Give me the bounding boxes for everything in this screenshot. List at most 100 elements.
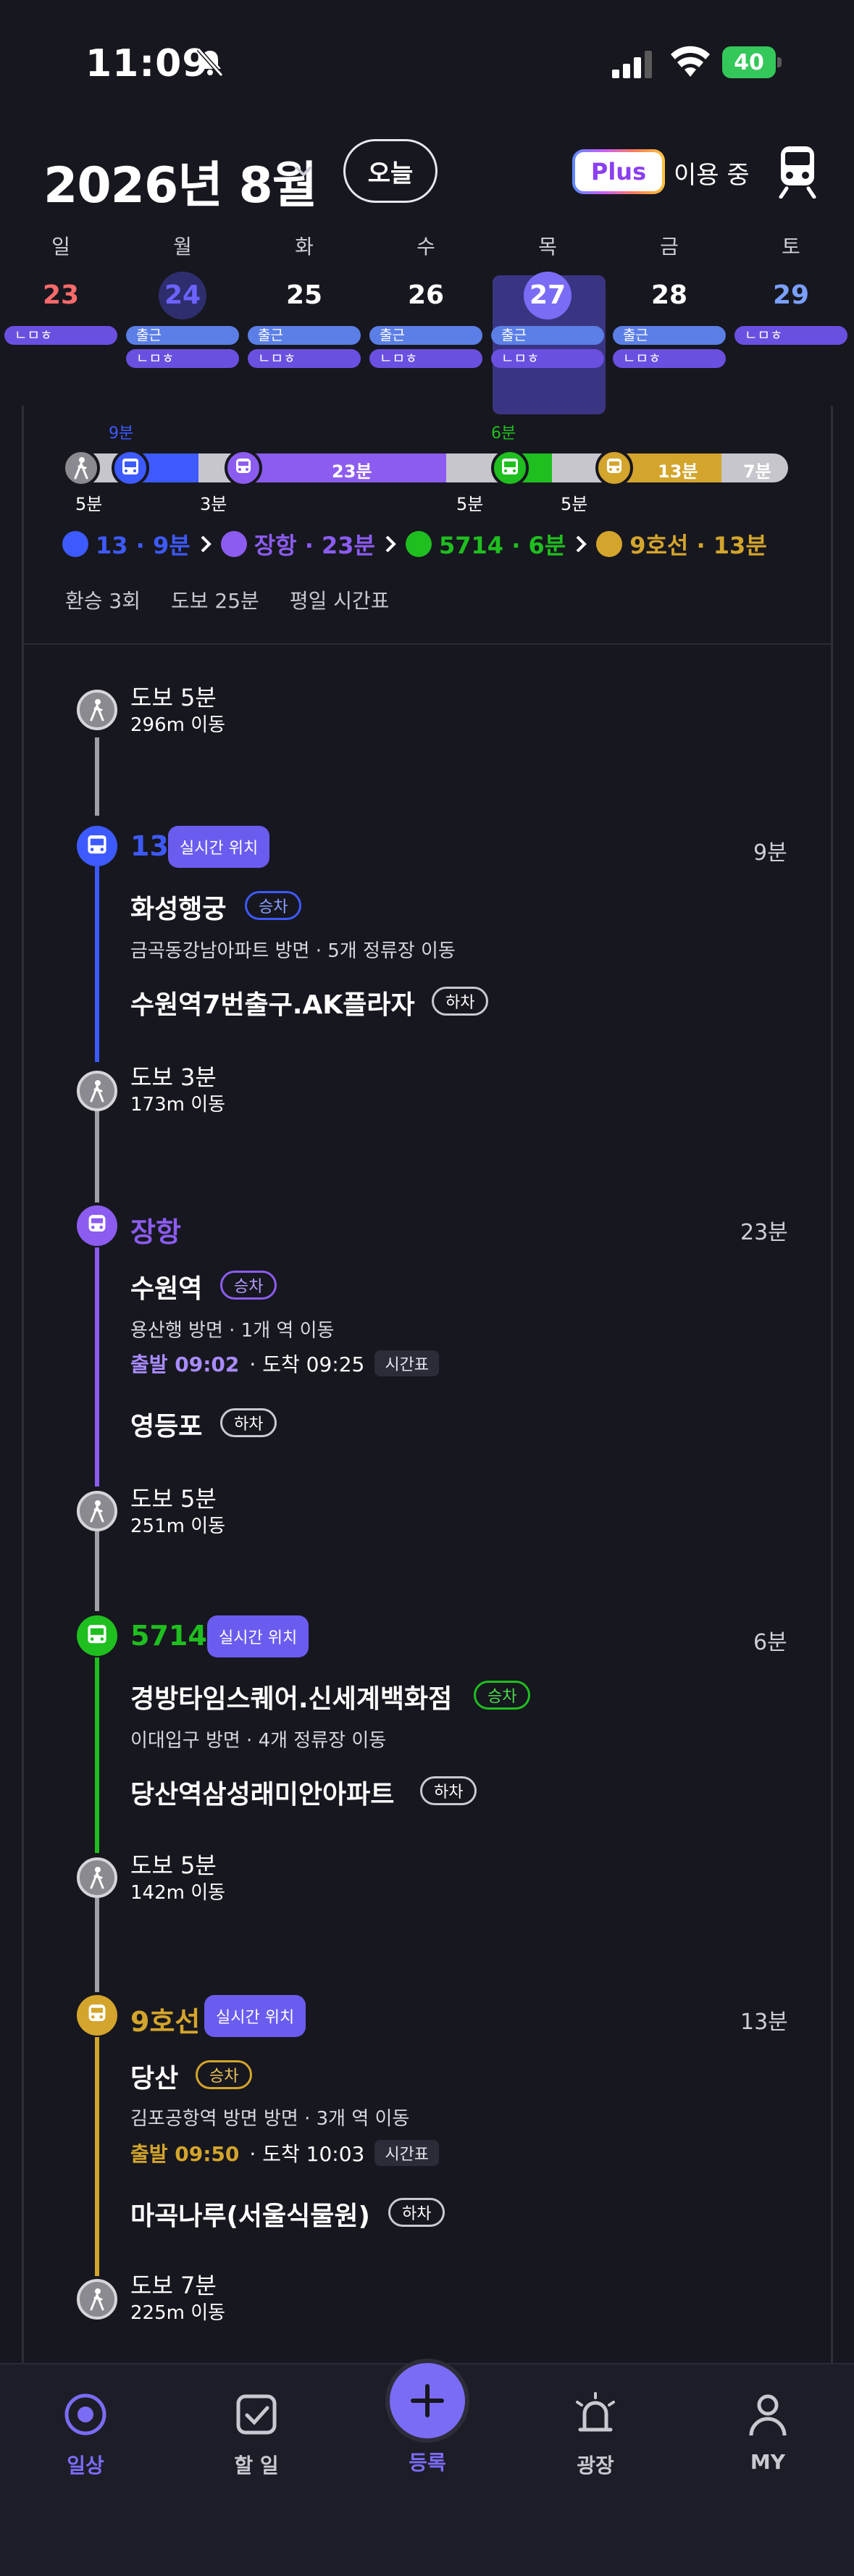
event-pill[interactable]: ㄴㅁㅎ (491, 349, 604, 368)
chevron-right-icon (576, 535, 587, 553)
walk-icon (77, 1857, 117, 1898)
battery-icon: 40 (722, 46, 782, 78)
day-of-week: 토 (782, 235, 800, 259)
bar-bottom-label: 5분 (561, 494, 588, 514)
walk-icon (77, 1491, 117, 1531)
nav-label: 광장 (577, 2454, 614, 2477)
event-pill[interactable]: ㄴㅁㅎ (734, 326, 847, 345)
direction-info: 용산행 방면 · 1개 역 이동 (130, 1320, 335, 1342)
alight-stop[interactable]: 영등포 (130, 1412, 203, 1442)
event-pill[interactable]: 출근 (491, 326, 604, 345)
time-row: 출발 09:50 · 도착 10:03 시간표 (130, 2138, 440, 2167)
walk-duration: 도보 5분 (130, 684, 217, 711)
board-stop[interactable]: 경방타임스퀘어.신세계백화점 (130, 1684, 453, 1714)
plus-label: Plus (575, 152, 662, 191)
board-stop[interactable]: 화성행궁 (130, 895, 227, 924)
segment-duration: 6분 (753, 1630, 787, 1655)
event-pill[interactable]: 출근 (248, 326, 361, 345)
plus-badge[interactable]: Plus (572, 149, 665, 194)
board-tag: 승차 (245, 891, 302, 920)
day-of-week: 금 (660, 235, 679, 259)
depart-time: 출발 09:02 (130, 1352, 240, 1376)
alight-tag: 하차 (220, 1408, 277, 1437)
train-icon[interactable] (774, 143, 821, 198)
nav-my[interactable]: MY (717, 2389, 819, 2474)
month-title[interactable]: 2026년 8월 (43, 157, 317, 214)
legend-rail: 장항 · 23분 (254, 532, 375, 559)
event-pill[interactable]: 출근 (126, 326, 239, 345)
nav-todo[interactable]: 할 일 (206, 2389, 307, 2479)
chevron-down-icon[interactable] (293, 161, 314, 183)
bar-seg-rail (243, 453, 446, 482)
bell-muted-icon (196, 48, 224, 77)
event-pill[interactable]: ㄴㅁㅎ (613, 349, 726, 368)
day-date: 25 (285, 280, 323, 310)
walk-distance: 251m 이동 (130, 1515, 226, 1537)
day-of-week: 화 (295, 235, 314, 259)
bar-bottom-label: 3분 (200, 494, 227, 514)
bar-label-walk: 7분 (743, 461, 771, 482)
bar-label-line9: 13분 (658, 461, 698, 482)
day-of-week: 일 (51, 235, 70, 259)
plus-icon (411, 2384, 444, 2417)
event-pill[interactable]: ㄴㅁㅎ (369, 349, 482, 368)
train-icon (77, 1205, 117, 1246)
day-column[interactable]: 금 28 출근 ㄴㅁㅎ (608, 230, 730, 368)
register-label: 등록 (409, 2451, 446, 2475)
route-name[interactable]: 5714 (130, 1620, 207, 1652)
arrive-time: · 도착 10:03 (249, 2142, 365, 2166)
walk-icon (77, 1071, 117, 1111)
live-location-button[interactable]: 실시간 위치 (204, 1995, 306, 2037)
board-stop[interactable]: 당산 (130, 2064, 179, 2094)
chevron-right-icon (201, 535, 212, 553)
event-pill[interactable]: ㄴㅁㅎ (4, 326, 117, 345)
alight-stop[interactable]: 마곡나루(서울식물원) (130, 2201, 370, 2231)
route-name[interactable]: 9호선 (130, 2006, 201, 2038)
legend-bus13: 13 · 9분 (96, 532, 191, 559)
nav-plaza[interactable]: 광장 (545, 2389, 646, 2479)
day-column[interactable]: 일 23 ㄴㅁㅎ (0, 230, 122, 345)
nav-daily[interactable]: 일상 (35, 2389, 136, 2479)
day-of-week: 수 (416, 235, 435, 259)
event-pill[interactable]: ㄴㅁㅎ (126, 349, 239, 368)
alight-tag: 하차 (388, 2198, 445, 2227)
nav-label: 일상 (67, 2454, 104, 2477)
day-date: 28 (650, 280, 688, 310)
register-button[interactable] (385, 2359, 469, 2443)
bus-icon (112, 449, 149, 487)
board-tag: 승차 (220, 1271, 277, 1300)
route-name[interactable]: 장항 (130, 1216, 181, 1248)
day-date: 23 (42, 280, 80, 310)
direction-info: 김포공항역 방면 방면 · 3개 역 이동 (130, 2108, 410, 2130)
walk-distance: 225m 이동 (130, 2302, 226, 2324)
bar-top-label-bus13: 9분 (109, 425, 134, 443)
bar-bottom-label: 5분 (456, 494, 484, 514)
event-pill[interactable]: 출근 (369, 326, 482, 345)
today-button[interactable]: 오늘 (343, 139, 438, 203)
nav-label: MY (750, 2450, 786, 2474)
timetable-button[interactable]: 시간표 (374, 2140, 440, 2166)
legend-dot (62, 531, 88, 557)
alight-stop[interactable]: 당산역삼성래미안아파트 (130, 1780, 395, 1810)
route-name[interactable]: 13 (130, 830, 169, 862)
day-column[interactable]: 화 25 출근 ㄴㅁㅎ (243, 230, 365, 368)
battery-level: 40 (722, 46, 776, 78)
time-row: 출발 09:02 · 도착 09:25 시간표 (130, 1349, 440, 1378)
walk-icon (77, 690, 117, 730)
legend-bus5714: 5714 · 6분 (438, 532, 566, 559)
event-pill[interactable]: ㄴㅁㅎ (248, 349, 361, 368)
board-stop[interactable]: 수원역 (130, 1274, 203, 1304)
alight-stop[interactable]: 수원역7번출구.AK플라자 (130, 990, 415, 1020)
legend-dot (405, 531, 432, 557)
event-pill[interactable]: 출근 (613, 326, 726, 345)
legend-line9: 9호선 · 13분 (629, 532, 767, 559)
live-location-button[interactable]: 실시간 위치 (168, 826, 270, 868)
timetable-button[interactable]: 시간표 (374, 1350, 440, 1376)
bar-top-label-bus5714: 6분 (491, 425, 516, 443)
live-location-button[interactable]: 실시간 위치 (207, 1615, 309, 1657)
